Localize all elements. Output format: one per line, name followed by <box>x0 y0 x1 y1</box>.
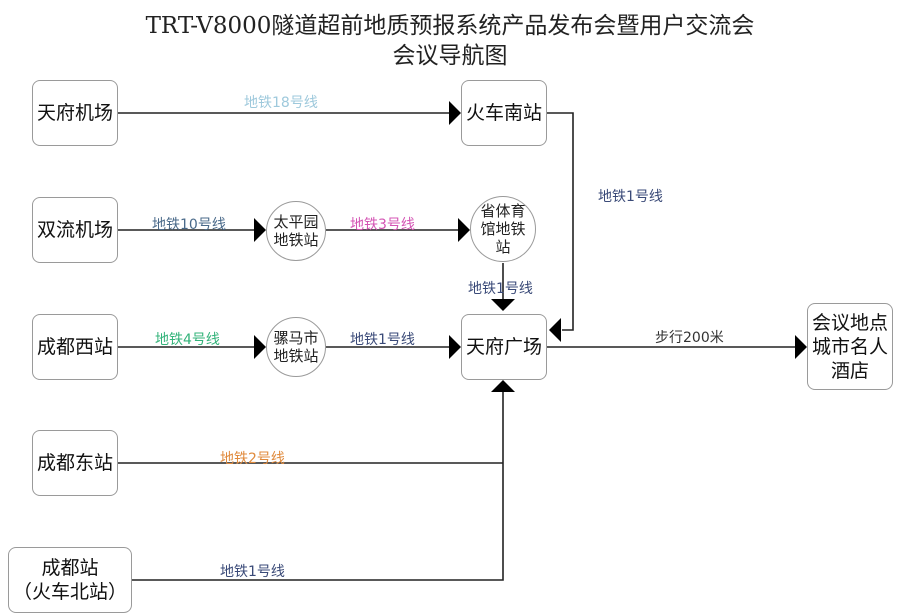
diagram-title: TRT-V8000隧道超前地质预报系统产品发布会暨用户交流会 <box>145 13 755 39</box>
node-label: 双流机场 <box>36 219 113 241</box>
node-chengdu-east[interactable]: 成都东站 <box>32 430 118 496</box>
node-label: 天府广场 <box>465 336 542 358</box>
node-label: 天府机场 <box>36 102 113 124</box>
edge-label-line1-luomashi: 地铁1号线 <box>350 332 415 348</box>
node-south-station[interactable]: 火车南站 <box>461 80 547 146</box>
node-label: 省体育 <box>480 202 526 220</box>
edge-label-line10: 地铁10号线 <box>152 217 226 233</box>
arrowhead <box>458 218 470 242</box>
node-label: 成都西站 <box>36 336 113 358</box>
edge-label-line1-south: 地铁1号线 <box>598 189 663 205</box>
arrowhead <box>491 299 515 311</box>
edge-label-line4: 地铁4号线 <box>155 332 220 348</box>
node-label: 会议地点 <box>811 311 888 334</box>
edge-label-line2: 地铁2号线 <box>220 451 285 467</box>
node-label: 骡马市 <box>273 329 319 347</box>
node-label: 成都东站 <box>36 452 113 474</box>
node-shengtiyuguan[interactable]: 省体育 馆地铁 站 <box>470 196 536 262</box>
node-label: 城市名人 <box>811 335 888 358</box>
node-label: 馆地铁 <box>480 220 526 238</box>
arrowhead <box>449 335 461 359</box>
edge-line1-north <box>132 392 504 581</box>
node-label: 火车南站 <box>465 102 542 124</box>
node-chengdu-station[interactable]: 成都站 （火车北站） <box>8 547 132 613</box>
node-shuangliu-airport[interactable]: 双流机场 <box>32 197 118 263</box>
arrowhead <box>254 335 266 359</box>
node-taipingyuan[interactable]: 太平园 地铁站 <box>266 201 326 261</box>
edge-line1-south <box>547 112 574 331</box>
node-label: 地铁站 <box>273 231 319 249</box>
edge-label-walk: 步行200米 <box>655 330 724 346</box>
arrowhead <box>449 101 461 125</box>
node-tianfu-airport[interactable]: 天府机场 <box>32 80 118 146</box>
edge-label-line1-shengti: 地铁1号线 <box>468 281 533 297</box>
arrowhead <box>795 335 807 359</box>
node-label: 地铁站 <box>273 347 319 365</box>
node-label: 酒店 <box>830 359 869 382</box>
node-luomashi[interactable]: 骡马市 地铁站 <box>266 317 326 377</box>
arrowhead <box>491 380 515 392</box>
diagram-subtitle: 会议导航图 <box>392 43 508 69</box>
edge-label-line3: 地铁3号线 <box>350 217 415 233</box>
node-venue-hotel[interactable]: 会议地点 城市名人 酒店 <box>807 303 893 390</box>
node-tianfu-square[interactable]: 天府广场 <box>461 314 547 380</box>
node-label: 太平园 <box>273 213 319 231</box>
arrowhead <box>549 318 561 342</box>
node-label: 站 <box>495 238 511 256</box>
edge-label-line18: 地铁18号线 <box>244 95 318 111</box>
edge-label-line1-north: 地铁1号线 <box>220 564 285 580</box>
node-label: （火车北站） <box>12 581 127 603</box>
arrowhead <box>254 218 266 242</box>
node-chengdu-west[interactable]: 成都西站 <box>32 314 118 380</box>
node-label: 成都站 <box>41 557 99 579</box>
